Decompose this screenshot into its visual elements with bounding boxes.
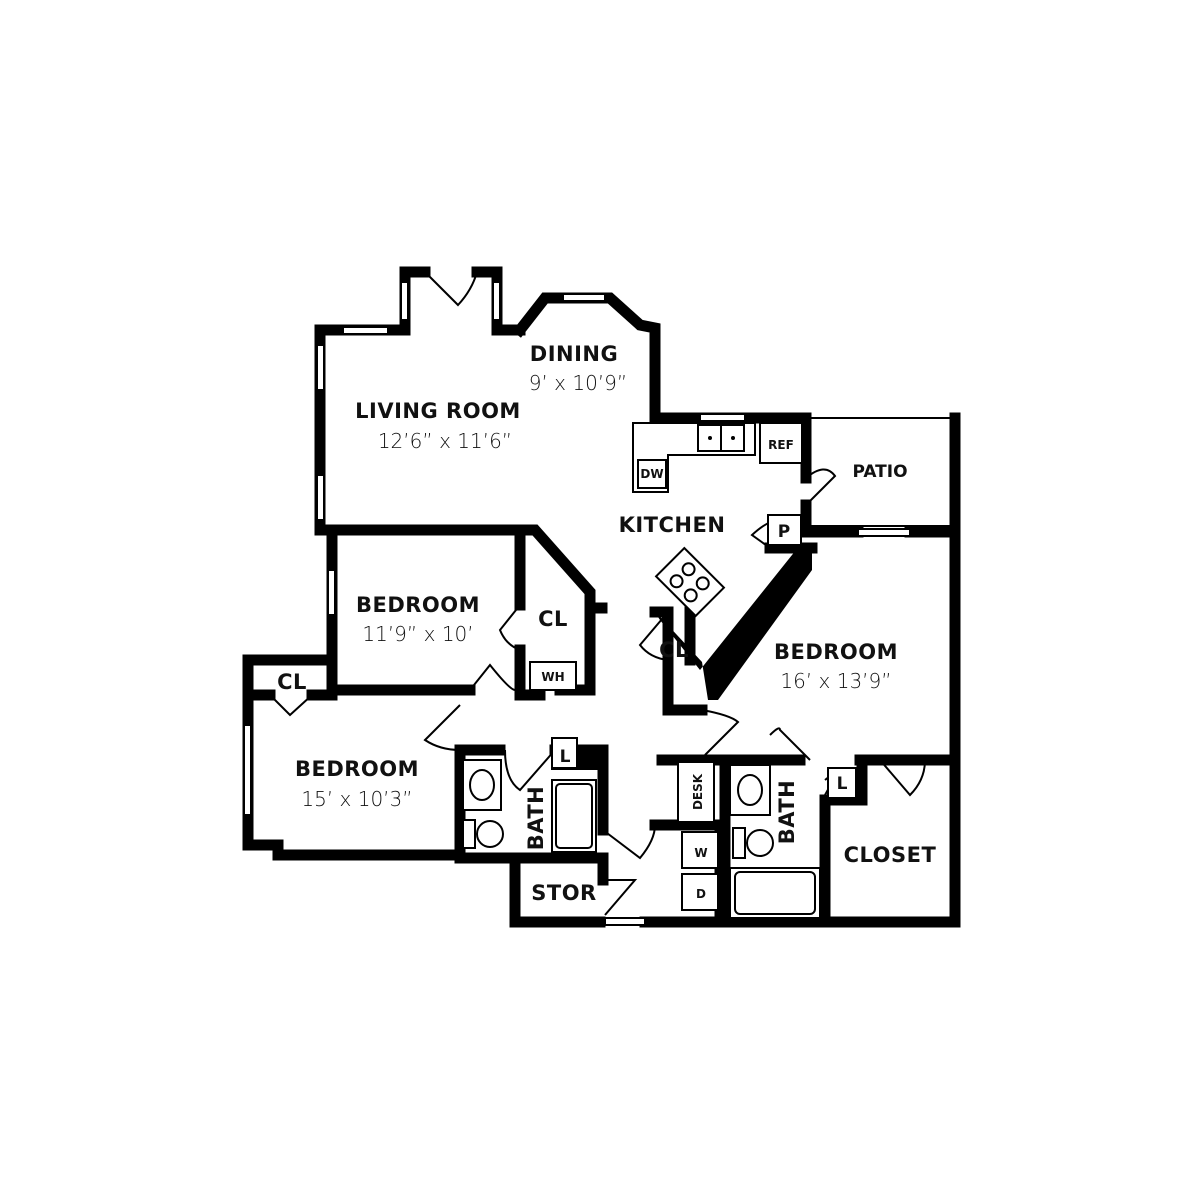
pantry-label: P [778, 522, 790, 542]
closet-label: CL [538, 607, 568, 631]
washer-label: W [694, 846, 707, 860]
closet-label: CL [277, 670, 307, 694]
closet-door [269, 694, 313, 717]
vanity [462, 759, 502, 811]
room-name-bedroom-left: BEDROOM [295, 757, 419, 781]
linen-closet [827, 767, 857, 799]
bathtub-icon [551, 779, 597, 853]
bath-fixtures [462, 661, 857, 919]
dishwasher [637, 459, 667, 489]
toilet-icon [746, 829, 774, 857]
room-name-dining: DINING [530, 342, 618, 366]
window [604, 917, 646, 926]
storage-door [603, 879, 638, 916]
window [316, 344, 325, 391]
room-name-patio: PATIO [852, 462, 907, 482]
toilet-tank [462, 819, 476, 849]
room-name-bath-left: BATH [524, 786, 548, 851]
room-size-living: 12’6” x 11’6” [378, 429, 512, 453]
window [243, 724, 252, 816]
room-size-bedroom-master: 16’ x 13’9” [780, 669, 891, 693]
patio-door [805, 468, 837, 506]
closet-door [879, 759, 926, 797]
laundry-door [602, 824, 656, 860]
linen-closet [551, 737, 578, 769]
washer [681, 831, 719, 869]
refrigerator-label: REF [768, 438, 794, 452]
walls [242, 266, 961, 928]
room-name-kitchen: KITCHEN [619, 513, 726, 537]
closet-door [498, 604, 521, 651]
water-heater [529, 661, 577, 691]
bath-door [769, 727, 811, 761]
water-heater-label: WH [541, 670, 564, 684]
window [327, 569, 336, 616]
toilet-icon [476, 820, 504, 848]
window [857, 528, 911, 537]
refrigerator [759, 422, 803, 464]
room-name-bedroom-small: BEDROOM [356, 593, 480, 617]
bedroom-door [668, 709, 740, 756]
linen-label: L [837, 774, 848, 794]
room-size-bedroom-small: 11’9” x 10’ [362, 622, 473, 646]
window [342, 326, 389, 335]
dryer [681, 873, 719, 911]
desk-label: DESK [691, 773, 705, 810]
kitchen-fixtures [632, 422, 803, 618]
room-size-bedroom-left: 15’ x 10’3” [301, 787, 412, 811]
pantry [767, 514, 802, 546]
room-name-closet: CLOSET [844, 843, 937, 867]
window [316, 474, 325, 521]
stove-icon [654, 546, 726, 618]
room-size-dining: 9’ x 10’9” [529, 371, 628, 395]
bathtub-icon [729, 867, 821, 919]
labels: DINING 9’ x 10’9” LIVING ROOM 12’6” x 11… [277, 342, 936, 905]
desk [677, 761, 715, 823]
closet-label: CL [659, 638, 689, 662]
room-name-storage: STOR [531, 881, 596, 905]
room-name-bedroom-master: BEDROOM [774, 640, 898, 664]
linen-label: L [560, 747, 571, 767]
window [562, 293, 606, 302]
entry-door [424, 271, 478, 307]
vanity [729, 764, 771, 816]
room-name-living: LIVING ROOM [355, 399, 521, 423]
bath-door [504, 749, 556, 792]
window [400, 281, 409, 321]
closet-door [638, 611, 669, 661]
dishwasher-label: DW [640, 467, 663, 481]
bedroom-door [469, 663, 516, 691]
room-name-bath-right: BATH [775, 780, 799, 845]
windows [243, 281, 955, 926]
window [492, 281, 501, 321]
bedroom-door [423, 704, 461, 751]
window [699, 413, 746, 422]
toilet-tank [732, 827, 746, 859]
dryer-label: D [696, 887, 706, 901]
